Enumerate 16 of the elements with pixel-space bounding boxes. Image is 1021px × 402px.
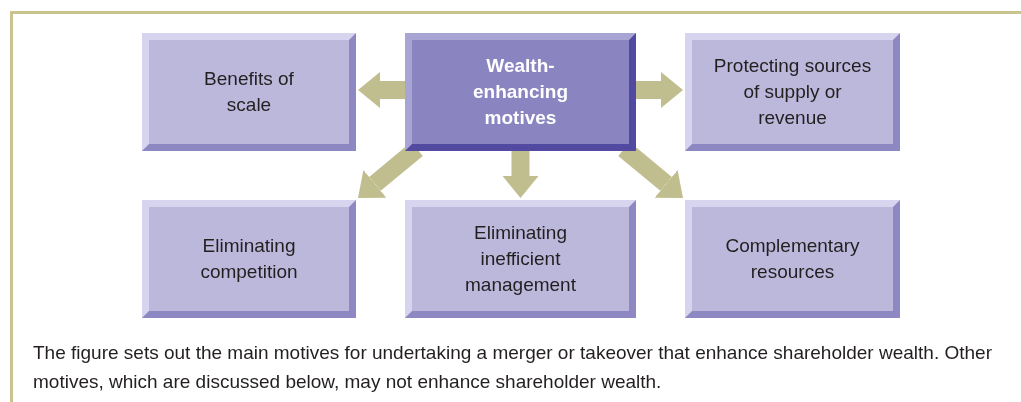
- box-label: Complementary resources: [724, 234, 861, 284]
- main-motive-box: [405, 33, 636, 151]
- motive-box: [685, 200, 900, 318]
- motive-box: [405, 200, 636, 318]
- caption: The figure sets out the main motives for undertaking a merger or takeover that enhance shareholder wealth. Other motives, which are discussed below, may not enhance shareholder wealth.: [33, 341, 993, 394]
- box-label: Benefits of scale: [203, 67, 295, 117]
- box-label: Eliminating competition: [199, 234, 299, 284]
- arrow: [636, 72, 683, 108]
- arrow: [358, 72, 405, 108]
- motive-box: [685, 33, 900, 151]
- motive-box: [142, 33, 356, 151]
- box-label: Wealth-enhancing motives: [472, 54, 569, 130]
- box-label: Protecting sources of supply or revenue: [712, 54, 873, 130]
- box-label: Eliminating inefficient management: [464, 221, 577, 297]
- arrow: [502, 151, 539, 198]
- motive-box: [142, 200, 356, 318]
